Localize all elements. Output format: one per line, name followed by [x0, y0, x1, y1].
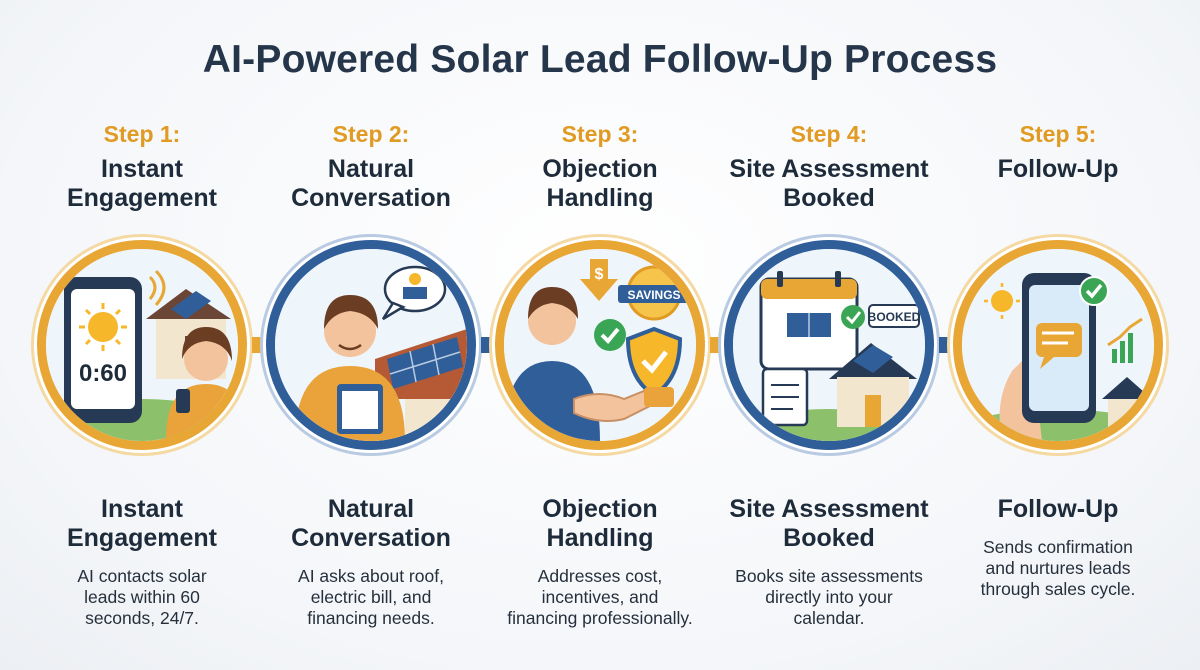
- step-4-title-line2: Booked: [783, 184, 875, 212]
- savings-badge-icon: SAVINGS: [618, 265, 690, 321]
- step-2-illustration: [266, 240, 476, 450]
- step-5-desc-line2: and nurtures leads: [985, 558, 1131, 578]
- clipboard-icon: [761, 367, 809, 427]
- step-2-description-block: Natural Conversation AI asks about roof,…: [251, 495, 491, 629]
- step-4-desc-line2: directly into your: [765, 587, 893, 607]
- handshake-icon: [573, 387, 674, 422]
- step-1-desc-line1: AI contacts solar: [77, 566, 207, 586]
- step-4-title-line1: Site Assessment: [729, 155, 929, 183]
- step-5-title-line1: Follow-Up: [997, 155, 1119, 183]
- booked-tag-text: BOOKED: [868, 310, 921, 324]
- step-4-desc-line3: calendar.: [793, 608, 865, 628]
- step-5-number: Step 5:: [1019, 121, 1097, 147]
- phone-follow-up-illustration: [962, 249, 1154, 441]
- step-4-illustration: BOOKED: [724, 240, 934, 450]
- step-5-footer-title-line1: Follow-Up: [997, 495, 1119, 523]
- dollar-down-arrow-icon: $: [580, 259, 618, 301]
- step-5-header: Step 5: Follow-Up: [938, 120, 1178, 184]
- step-1-footer-title-line1: Instant: [101, 495, 183, 523]
- step-3-desc-line1: Addresses cost,: [537, 566, 663, 586]
- step-5-illustration: [953, 240, 1163, 450]
- step-2-footer-title-line2: Conversation: [291, 524, 451, 552]
- step-1-description-block: Instant Engagement AI contacts solar lea…: [22, 495, 262, 629]
- check-circle-icon: [1079, 276, 1109, 306]
- phone-timer-illustration: 0:60: [46, 249, 238, 441]
- step-3-illustration: $ SAVINGS: [495, 240, 705, 450]
- step-1-desc-line2: leads within 60: [84, 587, 200, 607]
- step-4-header: Step 4: Site Assessment Booked: [709, 120, 949, 213]
- step-2-title-line1: Natural: [327, 155, 415, 183]
- step-5-description-block: Follow-Up Sends confirmation and nurture…: [938, 495, 1178, 600]
- step-2-number: Step 2:: [332, 121, 410, 147]
- page-title: AI-Powered Solar Lead Follow-Up Process: [202, 38, 998, 81]
- step-3-number: Step 3:: [561, 121, 639, 147]
- step-4-description-block: Site Assessment Booked Books site assess…: [709, 495, 949, 629]
- step-3-desc-line2: incentives, and: [541, 587, 659, 607]
- step-1-title-line2: Engagement: [66, 184, 218, 212]
- step-2-header: Step 2: Natural Conversation: [251, 120, 491, 213]
- step-5-desc-line1: Sends confirmation: [983, 537, 1133, 557]
- step-2-footer-title-line1: Natural: [327, 495, 415, 523]
- step-4-footer-title-line1: Site Assessment: [729, 495, 929, 523]
- step-2-desc-line1: AI asks about roof,: [298, 566, 444, 586]
- step-1-illustration: 0:60: [37, 240, 247, 450]
- check-circle-icon: [594, 319, 626, 351]
- step-2-desc-line2: electric bill, and: [310, 587, 432, 607]
- step-1-title-line1: Instant: [101, 155, 183, 183]
- step-1-desc-line3: seconds, 24/7.: [85, 608, 199, 628]
- step-5-desc-line3: through sales cycle.: [980, 579, 1136, 599]
- booked-tag-icon: BOOKED: [841, 304, 921, 329]
- step-1-number: Step 1:: [103, 121, 181, 147]
- phone-icon: 0:60: [64, 277, 142, 423]
- step-3-header: Step 3: Objection Handling: [480, 120, 720, 213]
- step-1-footer-title-line2: Engagement: [66, 524, 218, 552]
- calendar-icon: [759, 271, 859, 371]
- step-3-desc-line3: financing professionally.: [507, 608, 693, 628]
- step-3-footer-title-line2: Handling: [546, 524, 654, 552]
- consultant-person-icon: [295, 295, 405, 441]
- step-2-title-line2: Conversation: [291, 184, 451, 212]
- svg-text:$: $: [595, 266, 604, 283]
- calendar-booking-illustration: BOOKED: [733, 249, 925, 441]
- speech-bubble-icon: [381, 265, 447, 321]
- step-3-title-line1: Objection: [542, 155, 658, 183]
- growth-chart-icon: [1107, 317, 1143, 363]
- consultant-conversation-illustration: [275, 249, 467, 441]
- savings-badge-text: SAVINGS: [627, 288, 680, 302]
- hand-holding-phone-icon: [999, 273, 1096, 441]
- step-2-desc-line3: financing needs.: [307, 608, 435, 628]
- step-4-number: Step 4:: [790, 121, 868, 147]
- step-1-header: Step 1: Instant Engagement: [22, 120, 262, 213]
- step-3-description-block: Objection Handling Addresses cost, incen…: [480, 495, 720, 629]
- timer-readout: 0:60: [79, 360, 127, 387]
- step-3-footer-title-line1: Objection: [542, 495, 658, 523]
- handshake-savings-illustration: $ SAVINGS: [504, 249, 696, 441]
- step-4-desc-line1: Books site assessments: [735, 566, 923, 586]
- step-3-title-line2: Handling: [546, 184, 654, 212]
- sun-icon: [984, 283, 1020, 319]
- step-4-footer-title-line2: Booked: [783, 524, 875, 552]
